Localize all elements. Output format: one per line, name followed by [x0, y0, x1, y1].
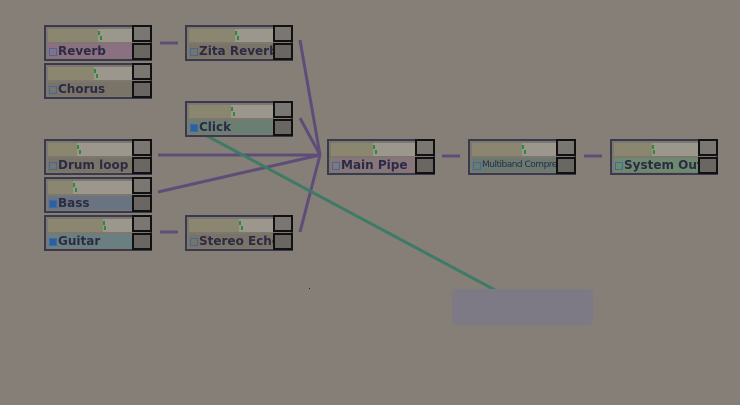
node-label: Chorus — [48, 82, 132, 96]
output-port[interactable] — [415, 157, 435, 174]
output-port[interactable] — [132, 43, 152, 60]
output-port[interactable] — [273, 233, 293, 250]
input-port[interactable] — [556, 139, 576, 156]
output-port[interactable] — [556, 157, 576, 174]
node-main-pipe[interactable]: Main Pipe — [327, 139, 435, 175]
input-port[interactable] — [273, 25, 293, 42]
node-reverb[interactable]: Reverb — [44, 25, 152, 61]
led-icon[interactable] — [49, 200, 57, 208]
led-icon[interactable] — [615, 162, 623, 170]
node-drum-loop[interactable]: Drum loop — [44, 139, 152, 175]
level-meter — [48, 181, 132, 194]
output-port[interactable] — [132, 157, 152, 174]
node-label: System Out — [614, 158, 698, 172]
output-port[interactable] — [132, 81, 152, 98]
output-port[interactable] — [698, 157, 718, 174]
level-meter — [48, 29, 132, 42]
node-stereo-echo[interactable]: Stereo Echo — [185, 215, 293, 251]
wire-bass-main — [157, 153, 321, 194]
output-port[interactable] — [132, 233, 152, 250]
cursor-dot — [309, 288, 310, 289]
output-port[interactable] — [273, 119, 293, 136]
output-port[interactable] — [132, 195, 152, 212]
node-guitar[interactable]: Guitar — [44, 215, 152, 251]
node-label: Drum loop — [48, 158, 132, 172]
output-port[interactable] — [273, 43, 293, 60]
node-label: Multiband Compressor — [472, 158, 556, 172]
led-icon[interactable] — [332, 162, 340, 170]
led-icon[interactable] — [49, 86, 57, 94]
node-label: Click — [189, 120, 273, 134]
led-icon[interactable] — [190, 124, 198, 132]
level-meter — [331, 143, 415, 156]
wire-click-control — [195, 128, 524, 307]
input-port[interactable] — [132, 177, 152, 194]
level-meter — [189, 219, 273, 232]
wire-click-main — [298, 117, 322, 156]
node-label: Zita Reverb — [189, 44, 273, 58]
node-label: Guitar — [48, 234, 132, 248]
level-meter — [48, 67, 132, 80]
input-port[interactable] — [273, 215, 293, 232]
node-bass[interactable]: Bass — [44, 177, 152, 213]
level-meter — [48, 143, 132, 156]
input-port[interactable] — [415, 139, 435, 156]
node-zita-reverb[interactable]: Zita Reverb — [185, 25, 293, 61]
input-port[interactable] — [132, 139, 152, 156]
wire-echo-main — [298, 154, 322, 233]
led-icon[interactable] — [49, 162, 57, 170]
input-port[interactable] — [698, 139, 718, 156]
wire-zita-main — [298, 39, 322, 156]
level-meter — [472, 143, 556, 156]
node-chorus[interactable]: Chorus — [44, 63, 152, 99]
led-icon[interactable] — [473, 162, 481, 170]
node-click[interactable]: Click — [185, 101, 293, 137]
level-meter — [189, 105, 273, 118]
input-port[interactable] — [273, 101, 293, 118]
input-port[interactable] — [132, 25, 152, 42]
node-label: Bass — [48, 196, 132, 210]
level-meter — [189, 29, 273, 42]
node-label: Main Pipe — [331, 158, 415, 172]
node-multiband-compressor[interactable]: Multiband Compressor — [468, 139, 576, 175]
led-icon[interactable] — [190, 48, 198, 56]
level-meter — [48, 219, 132, 232]
led-icon[interactable] — [49, 48, 57, 56]
input-port[interactable] — [132, 63, 152, 80]
led-icon[interactable] — [190, 238, 198, 246]
level-meter — [614, 143, 698, 156]
node-label: Reverb — [48, 44, 132, 58]
empty-node-placeholder[interactable] — [452, 289, 593, 325]
led-icon[interactable] — [49, 238, 57, 246]
input-port[interactable] — [132, 215, 152, 232]
node-system-out[interactable]: System Out — [610, 139, 718, 175]
node-label: Stereo Echo — [189, 234, 273, 248]
